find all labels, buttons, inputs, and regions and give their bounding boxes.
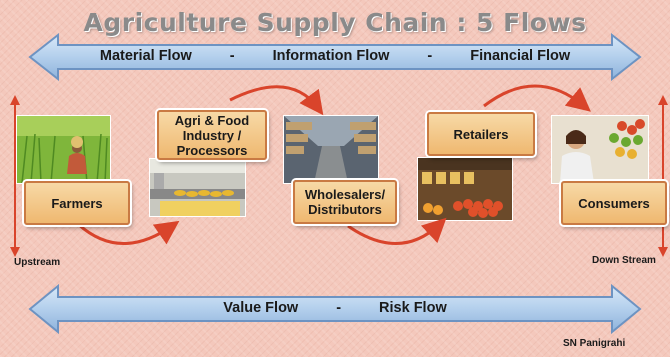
separator: - [229,48,235,64]
warehouse-photo [283,115,379,184]
processors-label-line3: Processors [176,142,248,158]
farmers-label: Farmers [51,195,103,211]
retailers-node: Retailers [427,112,535,156]
wholesalers-label-line1: Wholesalers/ [304,187,386,202]
information-flow-label: Information Flow [272,48,390,64]
financial-flow-label: Financial Flow [470,48,571,64]
consumer-photo [551,115,649,184]
wholesalers-to-retailers-arrow [347,217,447,245]
bottom-double-arrow [28,284,642,334]
separator: - [427,48,433,64]
diagram-title: Agriculture Supply Chain : 5 Flows [83,8,587,37]
processors-label-line2: Industry / [182,127,242,143]
wholesalers-label-line2: Distributors [308,202,382,217]
risk-flow-label: Risk Flow [379,300,447,316]
farmer-photo [16,115,111,184]
retailers-label: Retailers [453,126,509,142]
farmers-to-processors-arrow [76,220,180,245]
value-flow-label: Value Flow [223,300,299,316]
farmers-node: Farmers [24,181,130,225]
top-flow-banner: Material Flow - Information Flow - Finan… [0,33,670,81]
processors-node: Agri & Food Industry / Processors [157,110,267,160]
consumers-label: Consumers [578,195,650,211]
retailers-to-consumers-arrow [483,84,591,112]
processors-label-line1: Agri & Food [174,112,250,128]
bottom-flow-banner: Value Flow - Risk Flow [0,284,670,334]
separator: - [336,300,342,316]
consumers-node: Consumers [561,181,667,225]
upstream-label: Upstream [14,257,61,268]
retail-store-photo [417,157,513,221]
food-processing-photo [149,158,246,217]
author-credit: SN Panigrahi [563,338,626,349]
processors-to-wholesalers-arrow [229,85,324,116]
upstream-vertical-arrow [10,95,20,257]
material-flow-label: Material Flow [99,48,192,64]
wholesalers-node: Wholesalers/ Distributors [293,180,397,224]
top-double-arrow [28,33,642,81]
downstream-label: Down Stream [592,255,656,266]
